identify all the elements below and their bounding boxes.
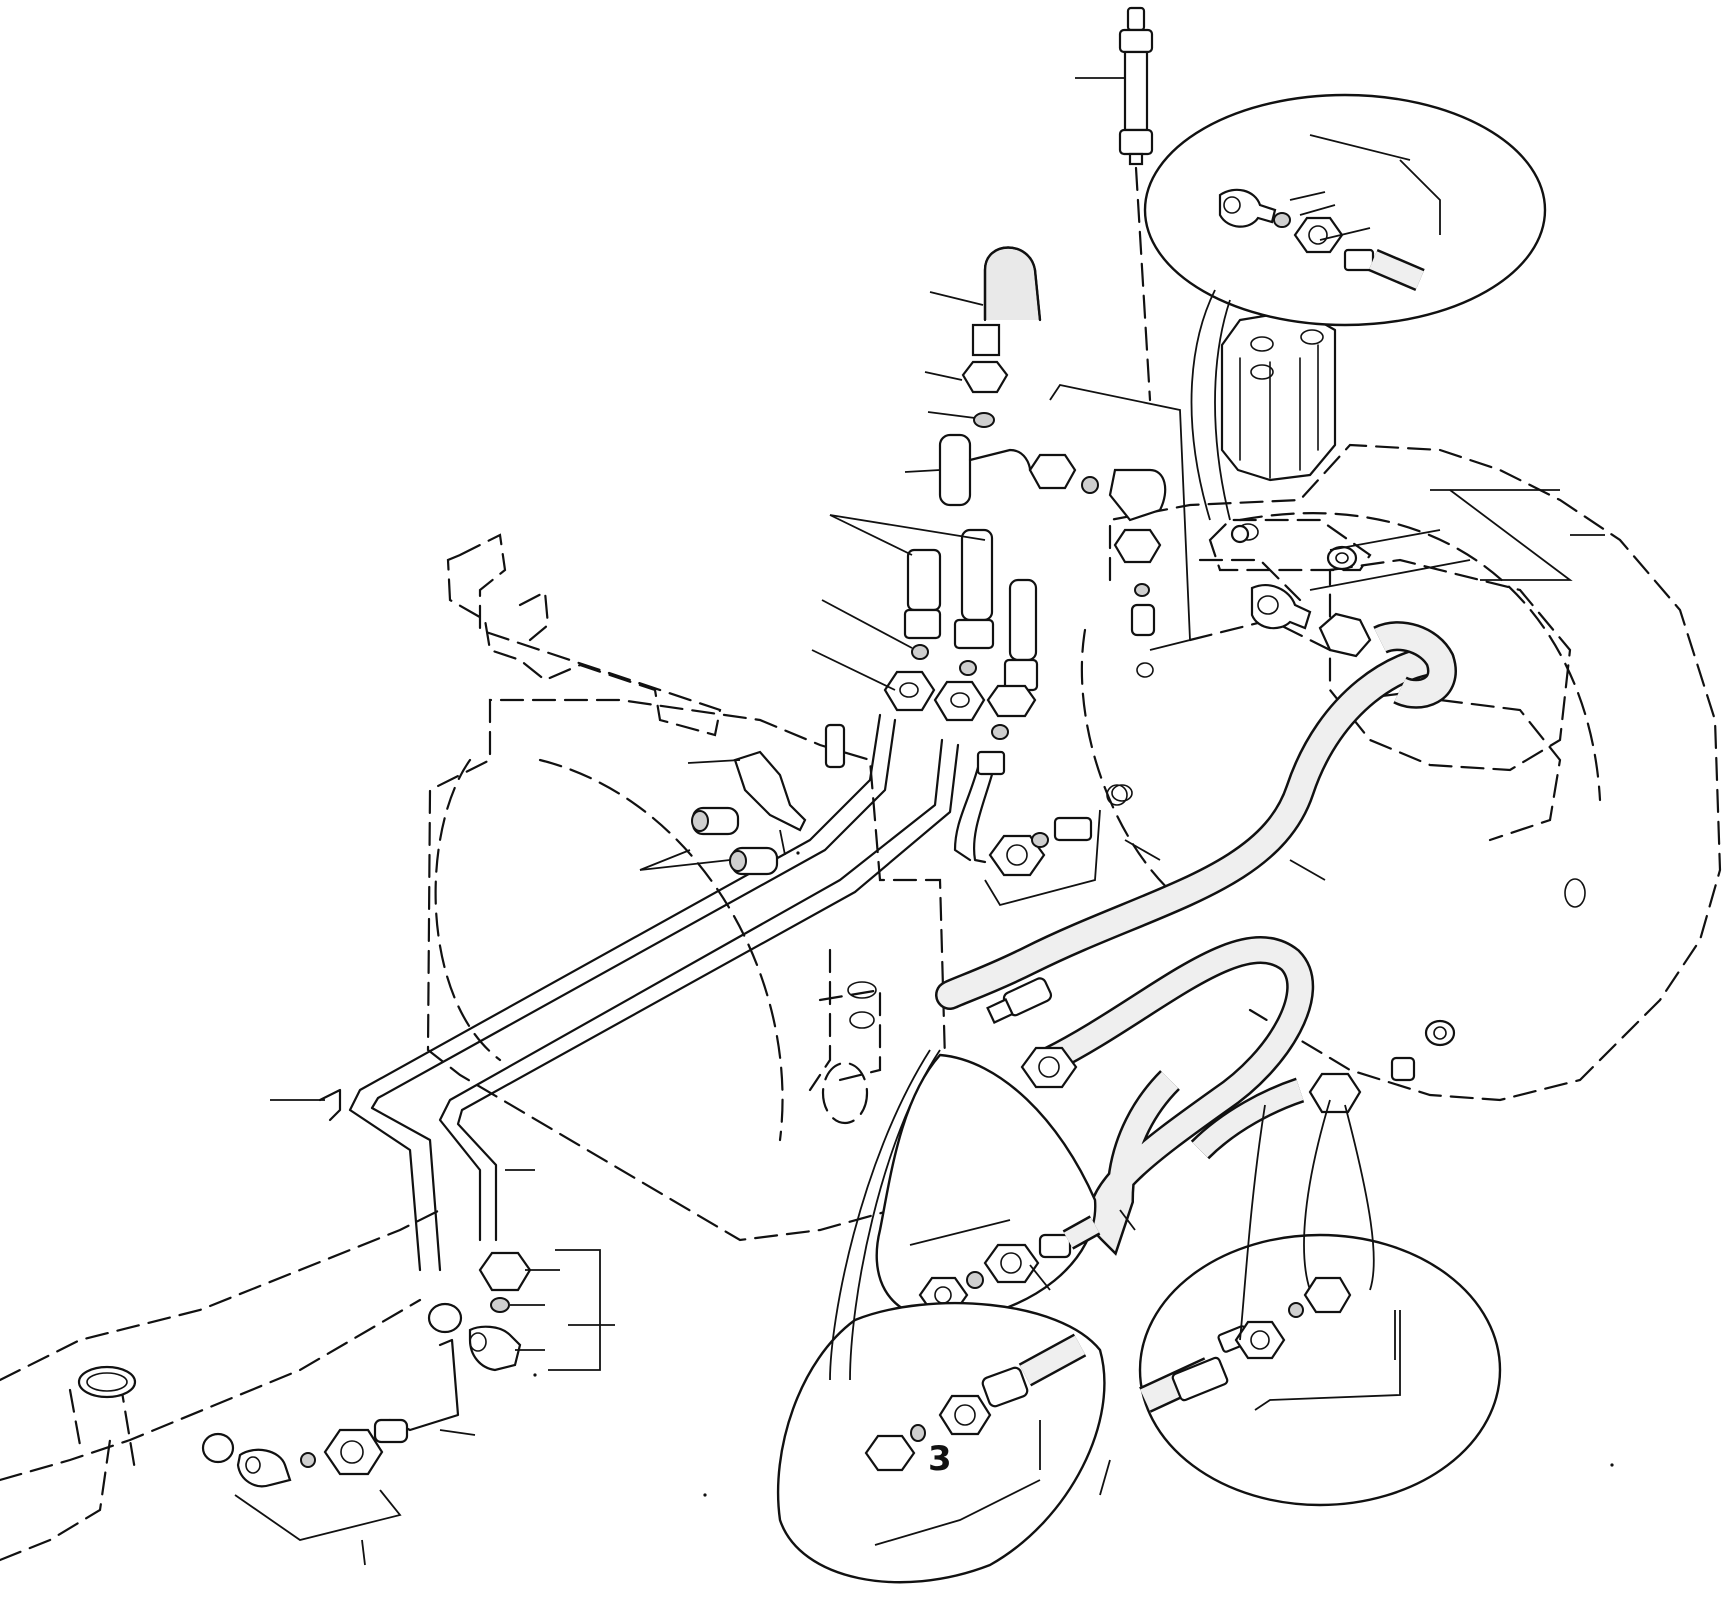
right-port-fittings [1230,524,1372,658]
sight-gauge [1118,6,1154,402]
clamp-assembly [691,723,846,876]
center-hose-set [883,528,1039,776]
upper-hose-assembly [938,246,1042,507]
loop-hose [1020,936,1315,1256]
print-specks [533,851,1614,1497]
rigid-tubes [318,713,998,1272]
right-lower-hose-end [1190,1019,1456,1160]
detail-bubble-bottom-center [776,1049,1106,1584]
filter-block [1220,308,1337,482]
housing-port-fittings [984,784,1128,907]
detail-bubble-top-right [1143,93,1547,521]
mounting-bracket [446,533,722,737]
front-frame [0,1208,442,1562]
right-housing [1080,443,1722,1102]
callout-label-3: 3 [928,1439,952,1479]
detail-bubble-bottom-right [1138,1099,1502,1507]
leader-lines [234,77,1605,1566]
center-fittings [1028,383,1191,678]
detail-bubble-center [875,1053,1101,1322]
lower-left-fittings [201,1251,532,1488]
long-flex-hose [935,621,1457,1024]
